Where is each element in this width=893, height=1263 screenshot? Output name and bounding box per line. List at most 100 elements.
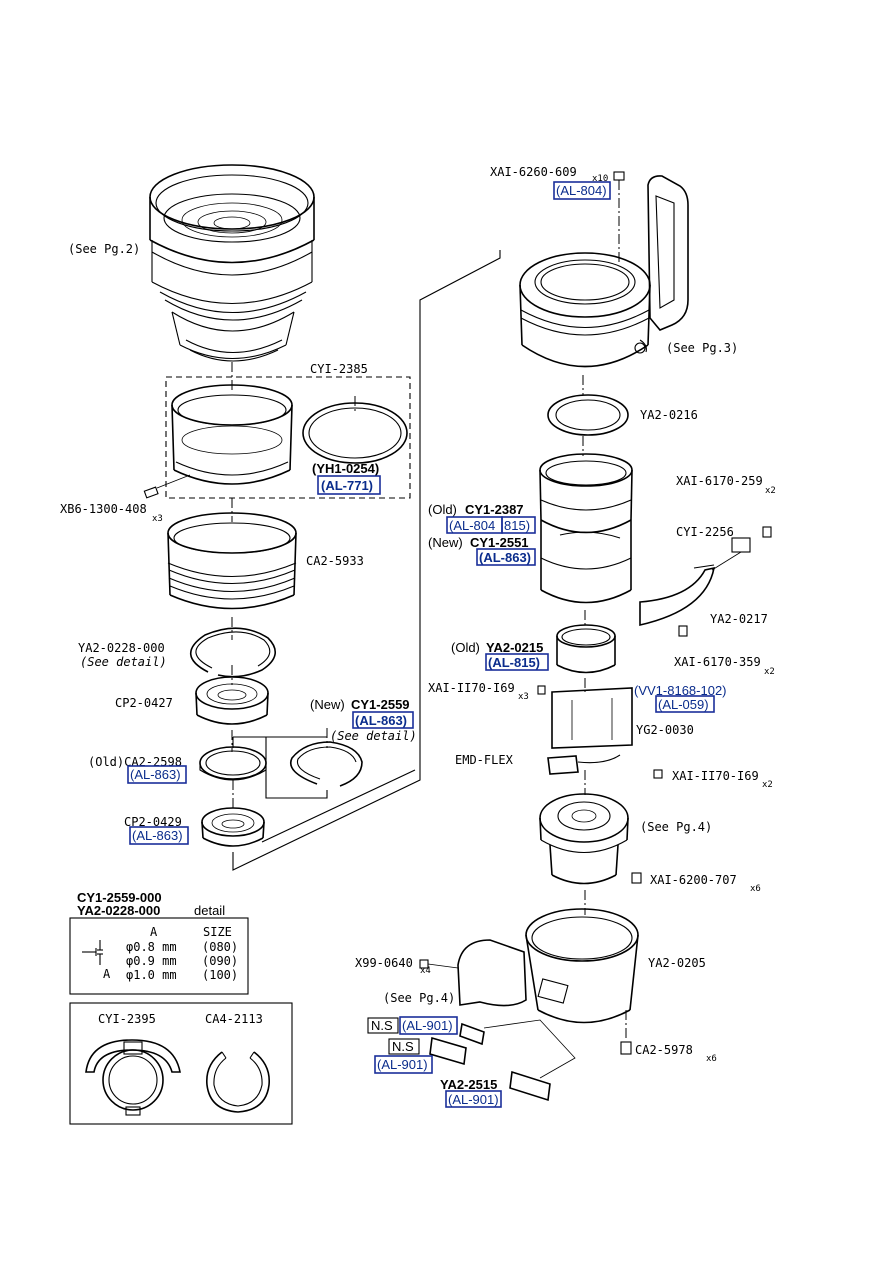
detail-title-2: YA2-0228-000 bbox=[77, 903, 160, 918]
label-see-pg4-a: (See Pg.4) bbox=[640, 820, 712, 834]
label-cp2-0427: CP2-0427 bbox=[115, 696, 173, 710]
detail-row-2-a: φ1.0 mm bbox=[126, 968, 177, 982]
detail-row-0-a: φ0.8 mm bbox=[126, 940, 177, 954]
ref-al-901-a[interactable]: (AL-901) bbox=[402, 1018, 453, 1033]
detail-row-1-size: (090) bbox=[202, 954, 238, 968]
xb6-screw-drawing bbox=[143, 474, 191, 499]
yh1-0254-ring-drawing bbox=[302, 396, 408, 464]
ref-al-771[interactable]: (AL-771) bbox=[321, 478, 373, 493]
qty-xb6: x3 bbox=[152, 514, 163, 524]
ref-al-804-a[interactable]: (AL-804) bbox=[556, 183, 607, 198]
label-ya2-0217: YA2-0217 bbox=[710, 612, 768, 626]
detail-title-suffix: detail bbox=[194, 903, 225, 918]
ref-vv1-8168-102[interactable]: (VV1-8168-102) bbox=[634, 683, 727, 698]
label-old-2: (Old) bbox=[451, 640, 480, 655]
label-yh1-0254: (YH1-0254) bbox=[312, 461, 379, 476]
ca2-2598-ring-drawing bbox=[199, 746, 267, 781]
inset-box: CYI-2395 CA4-2113 bbox=[69, 1002, 293, 1125]
detail-title-1: CY1-2559-000 bbox=[77, 890, 162, 905]
ca2-5933-barrel-drawing bbox=[167, 512, 297, 610]
label-see-pg3: (See Pg.3) bbox=[666, 341, 738, 355]
label-ca2-5933: CA2-5933 bbox=[306, 554, 364, 568]
label-cp2-0429: CP2-0429 bbox=[124, 815, 182, 829]
qty-ca2-5978: x6 bbox=[706, 1054, 717, 1064]
label-yg2-0030: YG2-0030 bbox=[636, 723, 694, 737]
qty-xa1-6170-359: x2 bbox=[764, 667, 775, 677]
label-ns-a: N.S bbox=[371, 1018, 393, 1033]
label-see-detail-2: (See detail) bbox=[330, 729, 417, 743]
cy1-2385-cylinder-drawing bbox=[171, 384, 293, 485]
ref-al-901-c[interactable]: (AL-901) bbox=[448, 1092, 499, 1107]
label-ya2-0205: YA2-0205 bbox=[648, 956, 706, 970]
label-new-2: (New) bbox=[428, 535, 463, 550]
ya2-0205-tube-drawing bbox=[525, 908, 639, 1055]
cp2-0427-cap-drawing bbox=[195, 676, 269, 725]
qty-x99-0640: x4 bbox=[420, 966, 431, 976]
qty-xa1-1170-169-b: x2 bbox=[762, 780, 773, 790]
detail-a-marker: A bbox=[103, 967, 111, 981]
detail-row-0-size: (080) bbox=[202, 940, 238, 954]
label-old-1: (Old) bbox=[428, 502, 457, 517]
cy1-2387-barrel-drawing bbox=[539, 453, 633, 604]
label-ya2-0216: YA2-0216 bbox=[640, 408, 698, 422]
label-x99-0640: X99-0640 bbox=[355, 956, 413, 970]
label-emd-flex: EMD-FLEX bbox=[455, 753, 514, 767]
label-see-pg2: (See Pg.2) bbox=[68, 242, 140, 256]
label-xa1-1170-169-b: XAI-II70-I69 bbox=[672, 769, 759, 783]
aperture-unit-drawing bbox=[539, 793, 642, 885]
label-new-1: (New) bbox=[310, 697, 345, 712]
label-cy1-2387: CY1-2387 bbox=[465, 502, 524, 517]
qty-xa1-6260: x10 bbox=[592, 174, 608, 184]
xa1-6260-screw-drawing bbox=[613, 171, 625, 265]
ref-al-059[interactable]: (AL-059) bbox=[658, 697, 709, 712]
label-ca2-5978: CA2-5978 bbox=[635, 1043, 693, 1057]
yg2-0030-flex-drawing bbox=[537, 685, 663, 779]
ref-al-863-a[interactable]: (AL-863) bbox=[355, 713, 407, 728]
qty-xa1-1170-169-a: x3 bbox=[518, 692, 529, 702]
side-plate-drawing bbox=[419, 939, 527, 1007]
label-see-detail-1: (See detail) bbox=[80, 655, 167, 669]
ref-al-815-a[interactable]: 815) bbox=[504, 518, 530, 533]
cp2-0429-cap-drawing bbox=[201, 807, 265, 847]
cy1-2559-open-ring-drawing bbox=[290, 728, 363, 787]
ya2-0228-wire-ring-drawing bbox=[189, 627, 276, 678]
label-ns-b: N.S bbox=[392, 1039, 414, 1054]
ref-al-901-b[interactable]: (AL-901) bbox=[377, 1057, 428, 1072]
detail-row-1-a: φ0.9 mm bbox=[126, 954, 177, 968]
ya2-0216-ring-drawing bbox=[547, 394, 629, 436]
mount-housing-drawing bbox=[519, 175, 689, 368]
label-cy1-2551: CY1-2551 bbox=[470, 535, 529, 550]
label-cy1-2385: CYI-2385 bbox=[310, 362, 368, 376]
detail-row-2-size: (100) bbox=[202, 968, 238, 982]
ref-al-863-d[interactable]: (AL-863) bbox=[479, 550, 531, 565]
ya2-0215-tube-drawing bbox=[556, 624, 616, 674]
qty-xa1-6170-259: x2 bbox=[765, 486, 776, 496]
ref-al-804-b[interactable]: (AL-804 bbox=[449, 518, 495, 533]
detail-col-a: A bbox=[150, 925, 158, 939]
qty-xa1-6200-707: x6 bbox=[750, 884, 761, 894]
label-xb6-1300-408: XB6-1300-408 bbox=[60, 502, 147, 516]
cy1-2385-group-outline bbox=[165, 376, 411, 499]
label-cy1-2256: CYI-2256 bbox=[676, 525, 734, 539]
ref-al-863-c[interactable]: (AL-863) bbox=[132, 828, 183, 843]
label-xa1-6170-359: XAI-6170-359 bbox=[674, 655, 761, 669]
label-xa1-6170-259: XAI-6170-259 bbox=[676, 474, 763, 488]
inset-right-label: CA4-2113 bbox=[205, 1012, 263, 1026]
ref-al-863-b[interactable]: (AL-863) bbox=[130, 767, 181, 782]
detail-table: CY1-2559-000 YA2-0228-000 detail A SIZE … bbox=[69, 890, 249, 995]
label-ya2-0215: YA2-0215 bbox=[486, 640, 543, 655]
name-plates-drawing bbox=[429, 1019, 576, 1102]
front-lens-group-drawing bbox=[149, 164, 315, 362]
ref-al-815-b[interactable]: (AL-815) bbox=[488, 655, 540, 670]
label-ya2-0228-000: YA2-0228-000 bbox=[78, 641, 165, 655]
label-xa1-1170-169-a: XAI-II70-I69 bbox=[428, 681, 515, 695]
ya2-0217-cover-drawing bbox=[639, 526, 772, 637]
label-xa1-6260-609: XAI-6260-609 bbox=[490, 165, 577, 179]
label-xa1-6200-707: XAI-6200-707 bbox=[650, 873, 737, 887]
label-ya2-2515: YA2-2515 bbox=[440, 1077, 497, 1092]
inset-left-label: CYI-2395 bbox=[98, 1012, 156, 1026]
detail-col-size: SIZE bbox=[203, 925, 232, 939]
label-cy1-2559: CY1-2559 bbox=[351, 697, 410, 712]
emd-flex-drawing bbox=[547, 754, 621, 775]
